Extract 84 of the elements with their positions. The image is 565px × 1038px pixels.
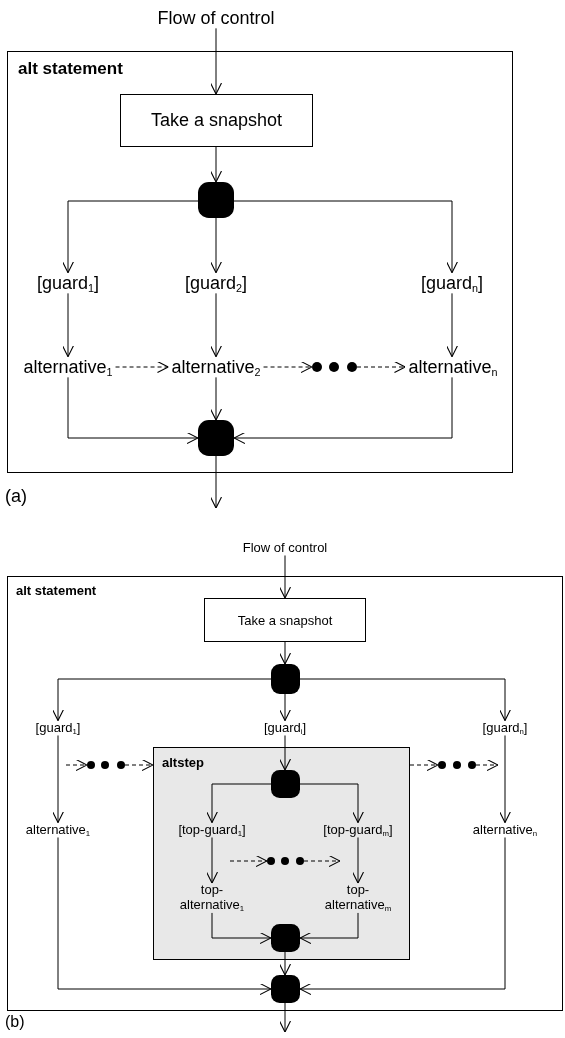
alternative-label: alternative$_{1}$ <box>25 822 91 838</box>
arrow <box>278 641 292 665</box>
arrow <box>299 783 365 824</box>
dashed-arrow <box>356 360 406 374</box>
frame-title: alt statement <box>16 584 97 599</box>
arrow <box>209 376 223 421</box>
junction-node <box>198 182 234 218</box>
frame-title: alt statement <box>18 60 123 79</box>
arrow <box>209 292 223 358</box>
arrow <box>351 836 365 884</box>
arrow <box>278 554 292 599</box>
alternative-label: alternative$_{n}$ <box>472 822 538 838</box>
arrow <box>57 836 272 996</box>
flow-label: Flow of control <box>242 540 328 556</box>
arrow <box>209 217 223 274</box>
dashed-arrow <box>124 758 154 772</box>
guard-label: [guard$_{n}$] <box>420 272 484 294</box>
arrow <box>211 912 272 945</box>
arrow <box>67 376 199 445</box>
ellipsis-dot <box>101 761 109 769</box>
ellipsis-dot <box>281 857 289 865</box>
action-box: Take a snapshot <box>204 598 366 642</box>
arrow <box>278 951 292 976</box>
guard-label: [guard$_{2}$] <box>184 272 248 294</box>
action-box: Take a snapshot <box>120 94 313 147</box>
junction-node <box>198 420 234 456</box>
ellipsis-dot <box>468 761 476 769</box>
arrow <box>445 292 459 358</box>
arrow <box>205 836 219 884</box>
ellipsis-dot <box>267 857 275 865</box>
panel-label: (b) <box>5 1013 25 1031</box>
alternative-label: alternative$_{n}$ <box>408 356 498 378</box>
dashed-arrow <box>475 758 499 772</box>
ellipsis-dot <box>347 362 357 372</box>
alternative-label: alternative$_{1}$ <box>23 356 113 378</box>
fragment-frame <box>7 51 513 473</box>
dashed-arrow <box>409 758 439 772</box>
arrow <box>299 678 512 722</box>
guard-label: [top-guard$_{m}$] <box>323 822 393 838</box>
arrow <box>278 1002 292 1033</box>
guard-label: [guard$_{i}$] <box>263 720 307 736</box>
arrow <box>278 693 292 722</box>
arrow <box>233 376 453 445</box>
alternative-label: alternative$_{2}$ <box>171 356 261 378</box>
frame-title: altstep <box>162 756 204 771</box>
junction-node <box>271 924 300 952</box>
guard-label: [top-guard$_{1}$] <box>178 822 246 838</box>
arrow <box>51 734 65 824</box>
arrow <box>278 734 292 771</box>
dashed-arrow <box>115 360 169 374</box>
junction-node <box>271 975 300 1003</box>
arrow <box>61 292 75 358</box>
arrow <box>233 200 459 274</box>
ellipsis-dot <box>87 761 95 769</box>
flow-label: Flow of control <box>157 7 275 29</box>
fragment-frame <box>7 576 563 1011</box>
panel-label: (a) <box>5 487 27 507</box>
alternative-label: top- alternative$_{m}$ <box>324 883 392 913</box>
guard-label: [guard$_{1}$] <box>35 720 81 736</box>
dashed-arrow <box>229 854 268 868</box>
ellipsis-dot <box>438 761 446 769</box>
arrow <box>51 678 272 722</box>
arrow <box>209 146 223 183</box>
dashed-arrow <box>303 854 341 868</box>
junction-node <box>271 664 300 694</box>
shaded-frame <box>153 747 410 960</box>
ellipsis-dot <box>453 761 461 769</box>
arrow <box>209 455 223 509</box>
alternative-label: top- alternative$_{1}$ <box>179 883 245 913</box>
dashed-arrow <box>65 758 88 772</box>
arrow <box>299 912 359 945</box>
ellipsis-dot <box>329 362 339 372</box>
arrow <box>299 836 506 996</box>
arrow <box>498 734 512 824</box>
ellipsis-dot <box>296 857 304 865</box>
guard-label: [guard$_{n}$] <box>482 720 528 736</box>
ellipsis-dot <box>117 761 125 769</box>
arrow <box>61 200 199 274</box>
dashed-arrow <box>263 360 313 374</box>
guard-label: [guard$_{1}$] <box>36 272 100 294</box>
ellipsis-dot <box>312 362 322 372</box>
arrow <box>209 27 223 95</box>
arrow <box>205 783 272 824</box>
junction-node <box>271 770 300 798</box>
